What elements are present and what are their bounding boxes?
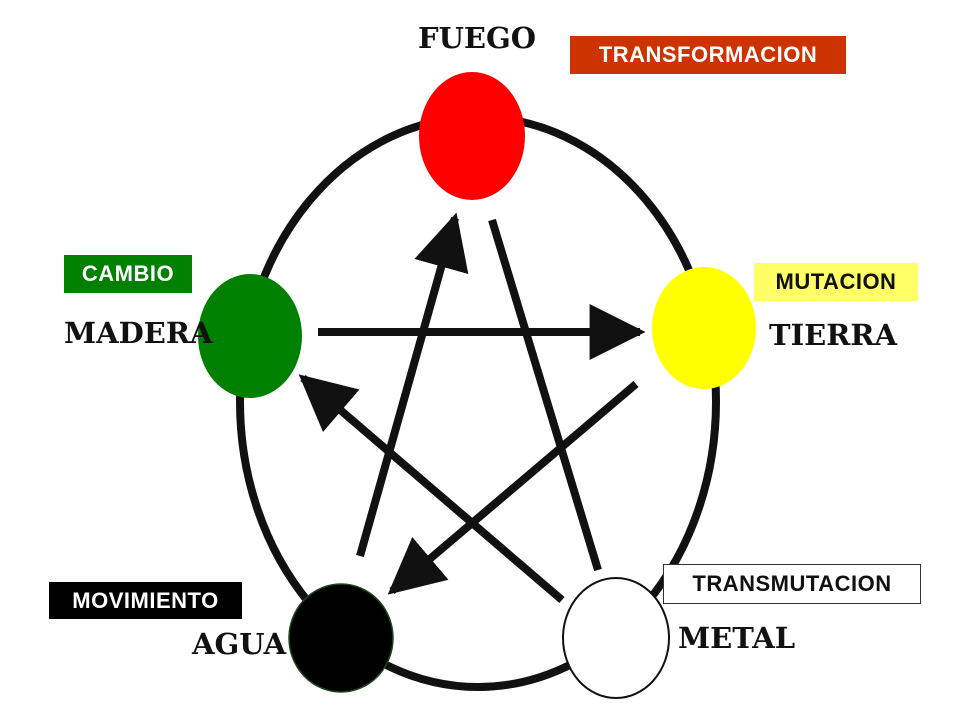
arrow-metal-to-madera <box>298 374 565 604</box>
line-fuego-to-metal <box>488 218 602 572</box>
tierra-label: TIERRA <box>769 318 897 352</box>
madera-label: MADERA <box>64 316 213 350</box>
fuego-label: FUEGO <box>418 21 536 55</box>
agua-node <box>288 583 394 693</box>
fuego-node <box>419 72 525 200</box>
madera-node <box>198 274 302 398</box>
movimiento-tag: MOVIMIENTO <box>49 582 242 619</box>
metal-label: METAL <box>678 621 795 655</box>
cambio-tag: CAMBIO <box>64 255 192 293</box>
mutacion-tag: MUTACION <box>754 263 918 301</box>
arrow-tierra-to-agua <box>387 380 639 595</box>
transmutacion-tag: TRANSMUTACION <box>663 564 921 604</box>
agua-label: AGUA <box>191 627 287 661</box>
transformacion-tag: TRANSFORMACION <box>570 36 846 74</box>
arrow-agua-to-fuego <box>356 212 469 558</box>
metal-node <box>562 577 670 699</box>
tierra-node <box>652 267 756 389</box>
